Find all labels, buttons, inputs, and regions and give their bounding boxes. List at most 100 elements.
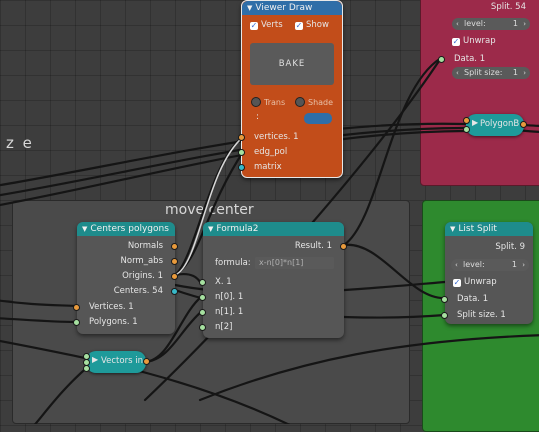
arrow-right-icon: › bbox=[523, 69, 526, 77]
norm-abs-socket[interactable] bbox=[171, 258, 178, 265]
vectors-in-label: Vectors in bbox=[101, 356, 143, 366]
top-split-value: Split. 54 bbox=[490, 2, 526, 12]
polygons-input: Polygons. 1 bbox=[89, 317, 138, 327]
list-split-header[interactable]: ▼List Split bbox=[445, 222, 533, 236]
formula-input[interactable]: x-n[0]*n[1] bbox=[255, 257, 334, 269]
collapse-triangle-icon[interactable]: ▼ bbox=[82, 225, 88, 233]
check-icon: ✓ bbox=[452, 37, 460, 46]
x-input: X. 1 bbox=[215, 277, 232, 287]
norm-abs-output: Norm_abs bbox=[120, 256, 163, 266]
top-level-field[interactable]: ‹ level: 1 › bbox=[452, 18, 530, 30]
formula2-node[interactable]: ▼Formula2 Result. 1 formula: x-n[0]*n[1]… bbox=[199, 222, 347, 338]
list-level-field[interactable]: ‹ level: 1 › bbox=[451, 259, 529, 271]
viewer-draw-header[interactable]: ▼Viewer Draw bbox=[242, 1, 342, 15]
collapse-triangle-icon[interactable]: ▼ bbox=[450, 225, 456, 233]
vectors-in-node[interactable]: ▶ Vectors in bbox=[83, 351, 150, 373]
check-icon: ✓ bbox=[250, 21, 258, 30]
polygons-socket[interactable] bbox=[73, 319, 80, 326]
formula-label: formula: bbox=[215, 258, 251, 268]
color-label: : bbox=[256, 112, 260, 122]
n2-socket[interactable] bbox=[199, 324, 206, 331]
bake-button[interactable]: BAKE bbox=[250, 43, 334, 85]
wire bbox=[173, 272, 203, 284]
vectors-in-out-socket[interactable] bbox=[143, 358, 150, 365]
collapse-triangle-icon[interactable]: ▼ bbox=[208, 225, 214, 233]
vertices-socket[interactable] bbox=[238, 134, 245, 141]
centers-polygons-header[interactable]: ▼Centers polygons bbox=[77, 222, 175, 236]
n0-socket[interactable] bbox=[199, 294, 206, 301]
top-data-socket[interactable] bbox=[438, 56, 445, 63]
radio-icon bbox=[251, 97, 261, 107]
centers-polygons-title: Centers polygons bbox=[90, 224, 169, 234]
trans-radio[interactable]: Trans bbox=[251, 97, 285, 107]
wire bbox=[143, 295, 203, 364]
top-right-frame[interactable] bbox=[420, 0, 539, 186]
split-output: Split. 9 bbox=[495, 242, 525, 252]
arrow-right-icon: › bbox=[522, 261, 525, 269]
centers-output: Centers. 54 bbox=[113, 286, 163, 296]
arrow-left-icon: ‹ bbox=[455, 261, 458, 269]
list-unwrap-checkbox[interactable]: ✓Unwrap bbox=[453, 277, 497, 287]
viewer-draw-node[interactable]: ▼Viewer Draw ✓Verts ✓Show BAKE Trans Sha… bbox=[238, 0, 343, 178]
show-checkbox[interactable]: ✓Show bbox=[295, 20, 329, 30]
n2-input: n[2] bbox=[215, 322, 233, 332]
wire bbox=[342, 56, 443, 247]
list-data-input: Data. 1 bbox=[457, 294, 489, 304]
formula2-title: Formula2 bbox=[216, 224, 259, 234]
edg-pol-socket[interactable] bbox=[238, 149, 245, 156]
list-split-size-socket[interactable] bbox=[441, 312, 448, 319]
centers-polygons-node[interactable]: ▼Centers polygons Normals Norm_abs Origi… bbox=[73, 222, 178, 334]
formula2-header[interactable]: ▼Formula2 bbox=[203, 222, 344, 236]
polygon-b-in-socket-1[interactable] bbox=[463, 117, 470, 124]
top-data-input: Data. 1 bbox=[454, 54, 486, 64]
polygon-b-node[interactable]: ▶ PolygonB bbox=[463, 114, 527, 136]
wire bbox=[0, 339, 291, 424]
result-socket[interactable] bbox=[340, 243, 347, 250]
matrix-input: matrix bbox=[254, 162, 282, 172]
vertices-input: vertices. 1 bbox=[254, 132, 299, 142]
polygon-b-in-socket-2[interactable] bbox=[463, 126, 470, 133]
wire bbox=[33, 363, 92, 424]
arrow-left-icon: ‹ bbox=[456, 69, 459, 77]
expand-triangle-icon[interactable]: ▶ bbox=[92, 355, 99, 364]
wire bbox=[0, 129, 467, 207]
list-data-socket[interactable] bbox=[441, 296, 448, 303]
arrow-left-icon: ‹ bbox=[456, 20, 459, 28]
wire bbox=[198, 334, 539, 402]
vertices-socket[interactable] bbox=[73, 304, 80, 311]
wire bbox=[0, 299, 77, 308]
top-unwrap-checkbox[interactable]: ✓Unwrap bbox=[452, 36, 496, 46]
viewer-draw-title: Viewer Draw bbox=[255, 3, 313, 13]
move-center-frame-title: move center bbox=[165, 202, 254, 218]
edg-pol-input: edg_pol bbox=[254, 147, 288, 157]
centers-socket[interactable] bbox=[171, 288, 178, 295]
list-split-size-input: Split size. 1 bbox=[457, 310, 506, 320]
normals-socket[interactable] bbox=[171, 243, 178, 250]
origins-socket[interactable] bbox=[171, 273, 178, 280]
expand-triangle-icon[interactable]: ▶ bbox=[472, 118, 479, 127]
wire bbox=[0, 317, 77, 324]
vectors-in-socket-3[interactable] bbox=[83, 365, 90, 372]
wire bbox=[0, 126, 467, 197]
shade-radio[interactable]: Shade bbox=[295, 97, 333, 107]
n1-socket[interactable] bbox=[199, 309, 206, 316]
verts-checkbox[interactable]: ✓Verts bbox=[250, 20, 283, 30]
result-output: Result. 1 bbox=[294, 241, 332, 251]
n0-input: n[0]. 1 bbox=[215, 292, 244, 302]
list-split-node[interactable]: ▼List Split Split. 9 ‹ level: 1 › ✓Unwra… bbox=[441, 222, 533, 324]
check-icon: ✓ bbox=[295, 21, 303, 30]
radio-icon bbox=[295, 97, 305, 107]
canvas-side-text: z e bbox=[6, 134, 34, 152]
matrix-socket[interactable] bbox=[238, 164, 245, 171]
x-socket[interactable] bbox=[199, 279, 206, 286]
arrow-right-icon: › bbox=[523, 20, 526, 28]
polygon-b-out-socket[interactable] bbox=[520, 121, 527, 128]
top-split-size-field[interactable]: ‹ Split size: 1 › bbox=[452, 67, 530, 79]
color-swatch[interactable] bbox=[304, 113, 332, 124]
n1-input: n[1]. 1 bbox=[215, 307, 244, 317]
normals-output: Normals bbox=[127, 241, 163, 251]
collapse-triangle-icon[interactable]: ▼ bbox=[247, 4, 253, 12]
vertices-input: Vertices. 1 bbox=[89, 302, 134, 312]
origins-output: Origins. 1 bbox=[122, 271, 163, 281]
top-split-node[interactable]: Split. 54 ‹ level: 1 › ✓Unwrap Data. 1 ‹… bbox=[438, 0, 532, 84]
